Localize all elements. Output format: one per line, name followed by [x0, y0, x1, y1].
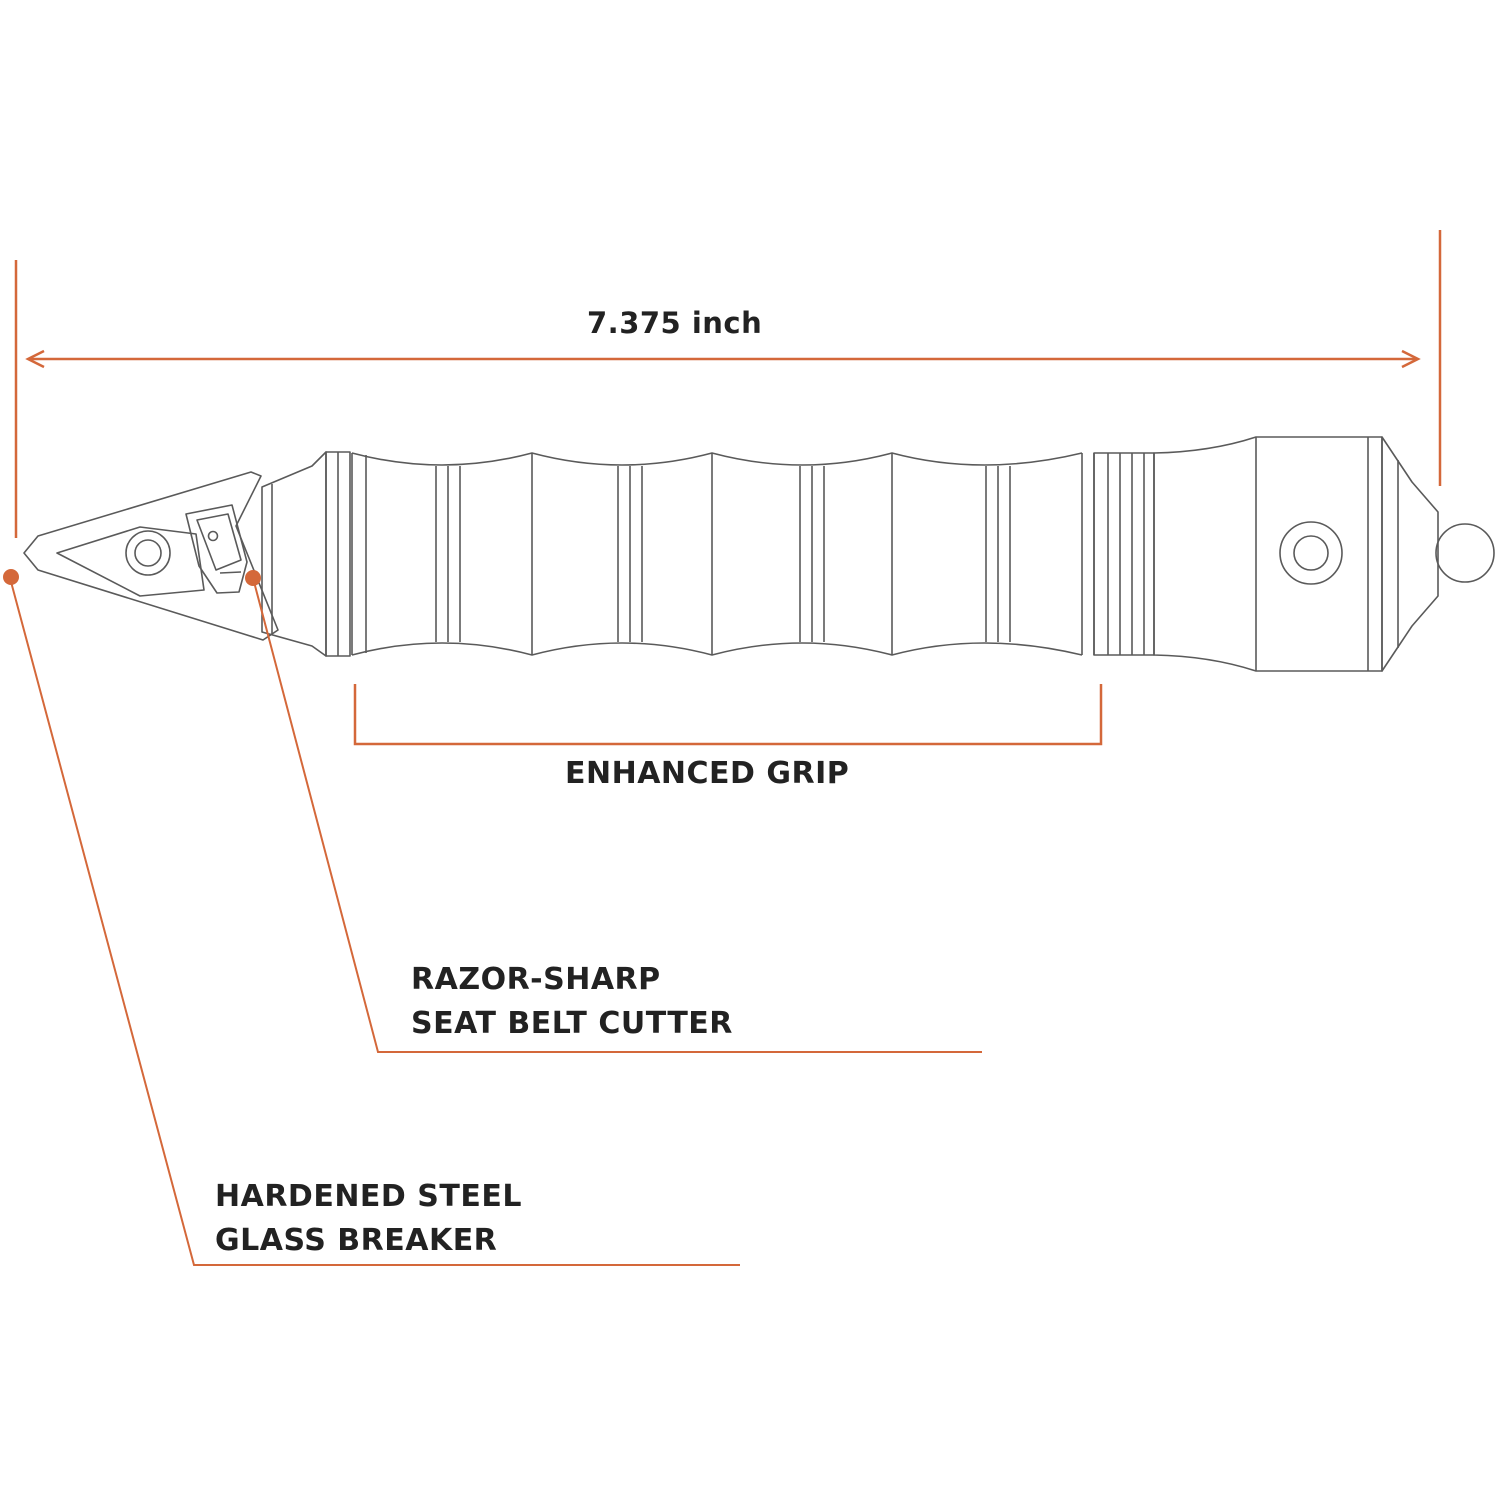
cutter-label-line1: RAZOR-SHARP — [411, 962, 661, 997]
length-label: 7.375 inch — [587, 306, 763, 340]
cutter-blade — [185, 504, 248, 594]
collar — [261, 451, 351, 657]
handle-end — [1153, 436, 1383, 672]
end-cap — [1381, 436, 1495, 672]
grip-bracket — [353, 684, 1103, 746]
cutter-label-line2: SEAT BELT CUTTER — [411, 1006, 733, 1041]
grip-body — [351, 452, 1095, 656]
handle-hole — [1279, 521, 1343, 585]
head-hole — [125, 530, 171, 576]
grip-label: ENHANCED GRIP — [565, 756, 850, 791]
cutter-callout-dot-icon — [245, 570, 261, 586]
cutter-leader-line — [252, 577, 982, 1053]
dimension-arrow-left-icon — [25, 349, 45, 369]
breaker-callout-dot-icon — [3, 569, 19, 585]
breaker-label-line2: GLASS BREAKER — [215, 1223, 498, 1258]
lanyard-ball — [1435, 523, 1495, 583]
neck-bands — [1093, 452, 1155, 656]
breaker-label-line1: HARDENED STEEL — [215, 1179, 522, 1214]
dimension-arrow-right-icon — [1401, 349, 1421, 369]
dimension-markers — [14, 230, 1442, 538]
grip-rings — [435, 466, 1011, 642]
breaker-leader-line — [9, 577, 740, 1266]
wedge-head — [23, 471, 279, 641]
tool-outline — [23, 436, 1495, 672]
callout-leaders — [9, 577, 982, 1266]
